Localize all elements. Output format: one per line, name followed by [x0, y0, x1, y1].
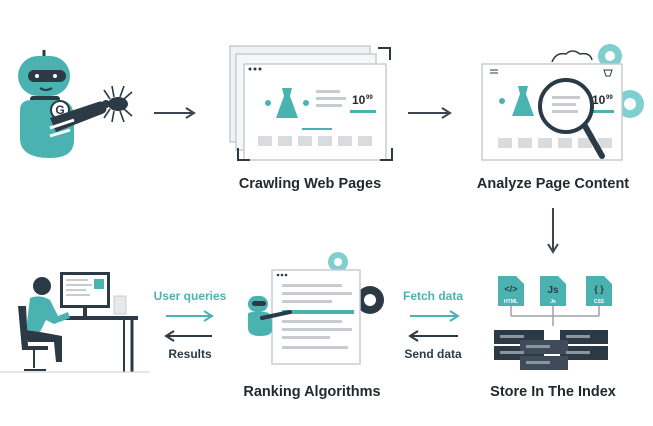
ranking-illustration — [248, 252, 384, 365]
arrow-robot-to-crawl — [154, 107, 196, 119]
magnifier-icon — [538, 78, 605, 159]
arrow-send-data — [408, 330, 458, 342]
svg-text:{ }: { } — [594, 284, 604, 294]
step-label-crawl: Crawling Web Pages — [239, 176, 381, 192]
step-label-analyze: Analyze Page Content — [477, 176, 629, 192]
svg-text:CSS: CSS — [594, 299, 605, 305]
arrow-user-queries — [166, 310, 214, 322]
css-file-icon: { } CSS — [586, 276, 612, 306]
step-label-index: Store In The Index — [490, 384, 616, 400]
crawl-price: 10 — [352, 93, 366, 107]
mini-robot-icon — [248, 296, 292, 336]
gear-icon — [598, 44, 622, 68]
svg-text:</>: </> — [504, 284, 517, 294]
flow-label-results: Results — [168, 347, 212, 361]
gear-icon — [328, 252, 348, 272]
crawl-price-cents: 99 — [366, 95, 373, 101]
robot-illustration: G — [18, 50, 107, 158]
gear-icon — [616, 90, 644, 118]
flow-label-queries: User queries — [154, 289, 227, 303]
flow-label-fetch: Fetch data — [403, 289, 463, 303]
arrow-crawl-to-analyze — [408, 107, 452, 119]
svg-text:Js: Js — [547, 285, 559, 296]
user-at-desk-illustration — [0, 272, 150, 373]
analyze-price-cents: 99 — [606, 95, 613, 101]
crawl-pages-illustration: 10 99 — [229, 45, 393, 161]
flow-label-send: Send data — [404, 347, 462, 361]
analyze-price: 10 — [592, 93, 606, 107]
arrow-fetch-data — [410, 310, 460, 322]
js-file-icon: Js Js — [540, 276, 566, 306]
arrow-analyze-to-index — [547, 208, 559, 254]
svg-text:HTML: HTML — [504, 299, 518, 305]
robot-badge-letter: G — [55, 103, 64, 117]
html-file-icon: </> HTML — [498, 276, 524, 306]
step-label-rank: Ranking Algorithms — [243, 384, 380, 400]
server-rack-icon — [494, 330, 608, 370]
spider-icon — [102, 85, 133, 123]
gear-icon — [356, 286, 384, 314]
arrow-results — [164, 330, 212, 342]
svg-text:Js: Js — [550, 299, 556, 305]
index-illustration: </> HTML Js Js { } CSS — [494, 276, 612, 370]
analyze-page-illustration: 10 99 — [481, 44, 644, 161]
